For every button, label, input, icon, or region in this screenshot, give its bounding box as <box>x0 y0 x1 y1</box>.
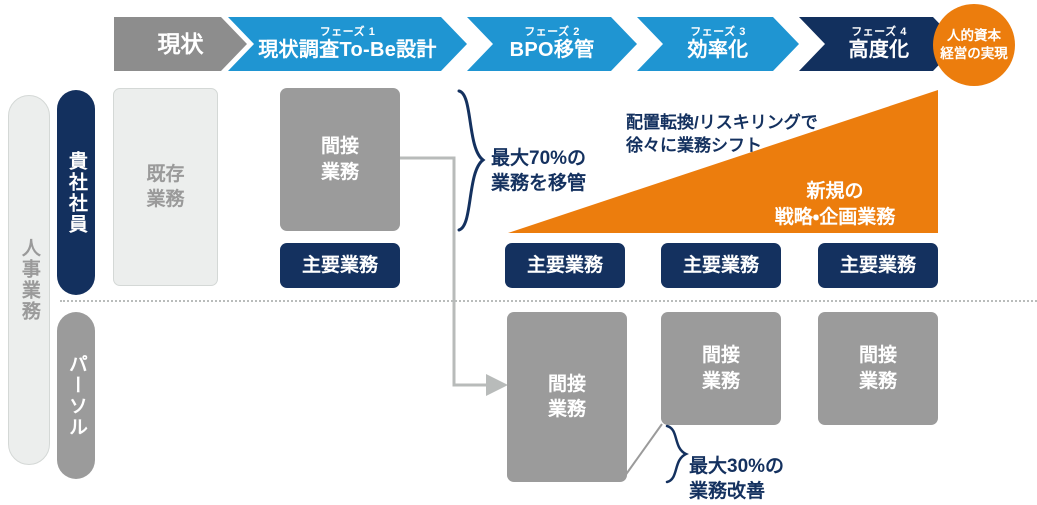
goal-line-2: 経営の実現 <box>940 46 1008 61</box>
phase-chevron-4-sub: フェーズ 4 <box>851 25 907 38</box>
phase-chevron-current[interactable]: 現状 <box>114 17 247 71</box>
phase-chevron-3[interactable]: フェーズ 3 効率化 <box>637 17 799 71</box>
box-primary-phase4: 主要業務 <box>818 243 938 288</box>
rail-hr-operations-label: 人事業務 <box>18 238 40 322</box>
triangle-label: 新規の 戦略・企画業務 <box>720 152 950 232</box>
annotation-reskilling-shift-text: 配置転換/リスキリングで 徐々に業務シフト <box>626 112 818 155</box>
phase-chevron-2-sub: フェーズ 2 <box>524 25 580 38</box>
phase-chevron-current-label: 現状 <box>157 30 204 57</box>
box-primary-phase3: 主要業務 <box>661 243 781 288</box>
phase-chevron-1[interactable]: フェーズ 1 現状調査To-Be設計 <box>228 17 467 71</box>
triangle-label-text: 新規の 戦略・企画業務 <box>774 180 896 229</box>
annotation-improve-30: 最大30%の 業務改善 <box>689 428 889 505</box>
goal-line-1: 人的資本 <box>947 27 1001 43</box>
diagram-canvas: 現状 フェーズ 1 現状調査To-Be設計 フェーズ 2 BPO移管 フェーズ … <box>8 4 1037 502</box>
phase-chevron-2[interactable]: フェーズ 2 BPO移管 <box>467 17 637 71</box>
box-primary-phase1-label: 主要業務 <box>301 254 378 276</box>
improvement-leader-line <box>621 423 663 481</box>
rail-persol: パーソル <box>57 312 95 479</box>
phase-chevron-4[interactable]: フェーズ 4 高度化 <box>799 17 959 71</box>
phase-chevron-1-sub: フェーズ 1 <box>319 25 376 38</box>
annotation-transfer-70: 最大70%の 業務を移管 <box>491 120 671 197</box>
annotation-reskilling-shift: 配置転換/リスキリングで 徐々に業務シフト <box>626 89 946 158</box>
box-indirect-persol-phase3-label: 間接 業務 <box>701 345 740 392</box>
rail-client-employees: 貴社社員 <box>57 90 95 295</box>
box-indirect-phase1: 間接 業務 <box>280 88 400 231</box>
rail-client-employees-label: 貴社社員 <box>65 150 87 235</box>
phase-chevron-3-sub: フェーズ 3 <box>690 25 746 38</box>
box-primary-phase1: 主要業務 <box>280 243 400 288</box>
phase-chevron-1-label: 現状調査To-Be設計 <box>258 38 437 61</box>
phase-chevron-4-label: 高度化 <box>848 38 910 61</box>
phase-chevron-2-label: BPO移管 <box>509 38 595 61</box>
rail-hr-operations: 人事業務 <box>8 95 50 465</box>
goal-circle[interactable]: 人的資本 経営の実現 <box>933 4 1015 86</box>
box-indirect-persol-phase4-label: 間接 業務 <box>858 345 897 392</box>
box-primary-phase2: 主要業務 <box>505 243 625 288</box>
box-indirect-persol-phase4: 間接 業務 <box>818 312 938 425</box>
rail-persol-label: パーソル <box>65 353 87 438</box>
box-primary-phase2-label: 主要業務 <box>526 254 603 276</box>
box-primary-phase3-label: 主要業務 <box>682 254 759 276</box>
box-indirect-phase1-label: 間接 業務 <box>320 136 359 183</box>
new-strategic-work-triangle <box>508 90 938 233</box>
phase-chevron-3-label: 効率化 <box>687 38 749 61</box>
brace-transfer-70 <box>457 89 486 232</box>
box-primary-phase4-label: 主要業務 <box>839 254 916 276</box>
box-existing-operations-label: 既存 業務 <box>146 163 185 210</box>
box-indirect-persol-phase3: 間接 業務 <box>661 312 781 425</box>
row-divider <box>60 300 1037 302</box>
annotation-improve-30-text: 最大30%の 業務改善 <box>689 455 785 503</box>
box-indirect-persol-phase2: 間接 業務 <box>507 312 627 482</box>
box-indirect-persol-phase2-label: 間接 業務 <box>547 373 586 420</box>
annotation-transfer-70-text: 最大70%の 業務を移管 <box>491 147 587 195</box>
transfer-connector-arrow <box>400 156 508 396</box>
brace-improve-30 <box>665 424 689 484</box>
box-existing-operations: 既存 業務 <box>113 88 218 286</box>
